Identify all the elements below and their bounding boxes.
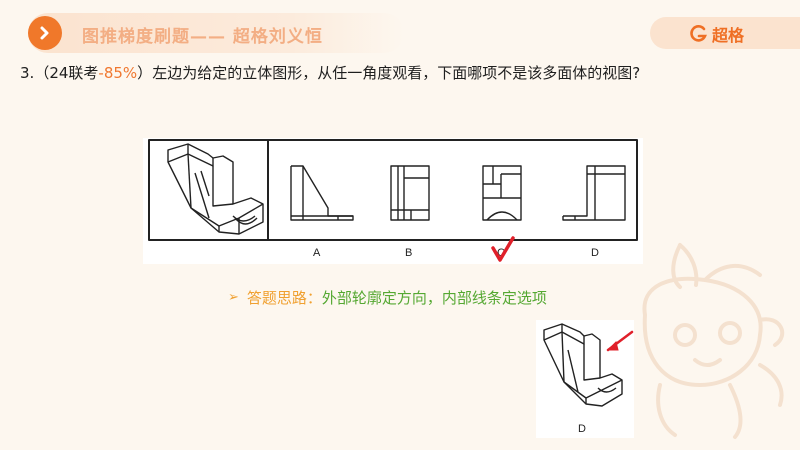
- option-d-label: D: [591, 247, 599, 259]
- header-banner: [28, 13, 404, 53]
- option-b-figure: [390, 165, 430, 221]
- question-body: 左边为给定的立体图形，从任一角度观看，下面哪项不是该多面体的视图?: [152, 64, 641, 82]
- option-c-figure: [482, 165, 522, 221]
- arrow-bullet-icon: ➢: [228, 290, 239, 305]
- figure-drawing: A B C D: [148, 139, 638, 262]
- page-title: 图推梯度刷题—— 超格刘义恒: [82, 27, 323, 47]
- question-accuracy: -85%: [98, 64, 138, 82]
- question-text: 3.（24联考-85%）左边为给定的立体图形，从任一角度观看，下面哪项不是该多面…: [20, 62, 640, 83]
- chevron-right-icon: [28, 16, 62, 50]
- hint-text: 外部轮廓定方向，内部线条定选项: [321, 289, 547, 307]
- answer-figure: D: [536, 320, 634, 438]
- question-source-close: ）: [137, 64, 153, 82]
- option-d-figure: [562, 165, 626, 221]
- brand-name: 超格: [712, 26, 745, 45]
- correct-check-icon: [491, 236, 515, 262]
- solution-hint: ➢ 答题思路：外部轮廓定方向，内部线条定选项: [228, 287, 547, 308]
- mascot-illustration: [642, 243, 785, 439]
- brand-logo-icon: [690, 25, 707, 42]
- brand-logo: 超格: [690, 22, 744, 46]
- hint-label: 答题思路：: [246, 289, 322, 307]
- answer-label: D: [578, 423, 586, 435]
- option-b-label: B: [405, 247, 412, 259]
- question-figure: A B C D: [143, 138, 643, 264]
- answer-drawing: D: [543, 323, 634, 435]
- logo-banner: [650, 17, 800, 49]
- given-solid: [167, 143, 264, 235]
- question-number: 3.: [20, 64, 35, 82]
- option-a-figure: [290, 165, 354, 221]
- question-source: （24联考: [34, 64, 99, 82]
- option-a-label: A: [313, 247, 321, 259]
- option-c-label: C: [497, 247, 505, 259]
